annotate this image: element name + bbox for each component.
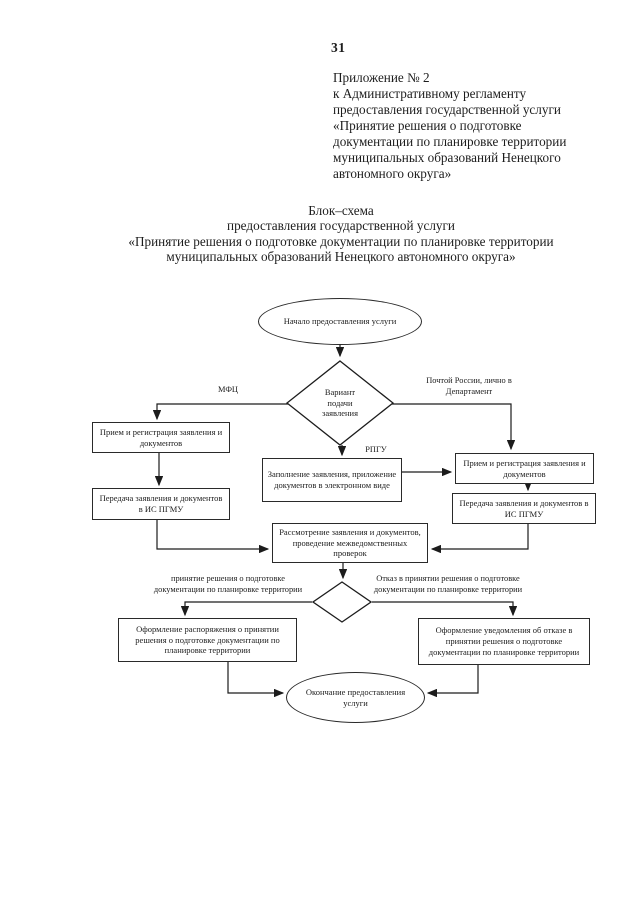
box-fill-rpgu-label: Заполнение заявления, приложение докумен… xyxy=(267,469,397,490)
box-receive-mfc: Прием и регистрация заявления и документ… xyxy=(92,422,230,453)
decision-diamond-label: Вариант подачи заявления xyxy=(322,386,358,419)
box-review-label: Рассмотрение заявления и документов, про… xyxy=(279,526,421,559)
branch-label-mfc: МФЦ xyxy=(217,385,238,394)
header-line: к Административному регламенту xyxy=(333,86,527,101)
box-notice: Оформление уведомления об отказе в приня… xyxy=(418,618,590,665)
page-number: 31 xyxy=(331,40,346,55)
branch-label-rpgu: РПГУ xyxy=(365,445,387,454)
outcome-label-accept: принятие решения о подготовке документац… xyxy=(153,574,303,594)
branch-label-mail: Почтой России, лично в Департамент xyxy=(426,376,512,396)
end-terminator: Окончание предоставления услуги xyxy=(286,672,425,723)
header-line: документации по планировке территории xyxy=(333,134,567,149)
start-terminator: Начало предоставления услуги xyxy=(258,298,422,345)
title-line: муниципальных образований Ненецкого авто… xyxy=(166,249,516,265)
box-transfer-mfc: Передача заявления и документов в ИС ПГМ… xyxy=(92,488,230,520)
header-line: муниципальных образований Ненецкого xyxy=(333,150,561,165)
box-transfer-mfc-label: Передача заявления и документов в ИС ПГМ… xyxy=(99,493,223,514)
page-title: Блок–схема предоставления государственно… xyxy=(42,203,640,265)
header-line: Приложение № 2 xyxy=(333,70,430,85)
box-order-label: Оформление распоряжения о принятии решен… xyxy=(135,623,280,656)
outcome-diamond xyxy=(312,581,372,623)
box-order: Оформление распоряжения о принятии решен… xyxy=(118,618,297,662)
header-line: автономного округа» xyxy=(333,166,452,181)
header-line: предоставления государственной услуги xyxy=(333,102,561,117)
end-terminator-label: Окончание предоставления услуги xyxy=(305,686,406,708)
box-transfer-dept-label: Передача заявления и документов в ИС ПГМ… xyxy=(459,497,589,519)
diamond-shape xyxy=(286,360,394,446)
appendix-header: Приложение № 2 к Административному регла… xyxy=(333,70,623,182)
outcome-label-reject: Отказ в принятии решения о подготовке до… xyxy=(373,574,523,594)
start-terminator-label: Начало предоставления услуги xyxy=(283,316,397,327)
header-line: «Принятие решения о подготовке xyxy=(333,118,522,133)
box-receive-mfc-label: Прием и регистрация заявления и документ… xyxy=(99,426,223,448)
box-fill-rpgu: Заполнение заявления, приложение докумен… xyxy=(262,458,402,502)
box-receive-dept-label: Прием и регистрация заявления и документ… xyxy=(463,457,586,479)
box-notice-label: Оформление уведомления об отказе в приня… xyxy=(428,625,580,657)
title-line: «Принятие решения о подготовке документа… xyxy=(128,233,554,249)
box-review: Рассмотрение заявления и документов, про… xyxy=(272,523,428,563)
decision-diamond: Вариант подачи заявления xyxy=(286,360,394,446)
box-receive-dept: Прием и регистрация заявления и документ… xyxy=(455,453,594,484)
box-transfer-dept: Передача заявления и документов в ИС ПГМ… xyxy=(452,493,596,524)
diamond-shape xyxy=(312,581,372,623)
title-line: предоставления государственной услуги xyxy=(227,218,455,234)
title-line: Блок–схема xyxy=(308,203,374,218)
